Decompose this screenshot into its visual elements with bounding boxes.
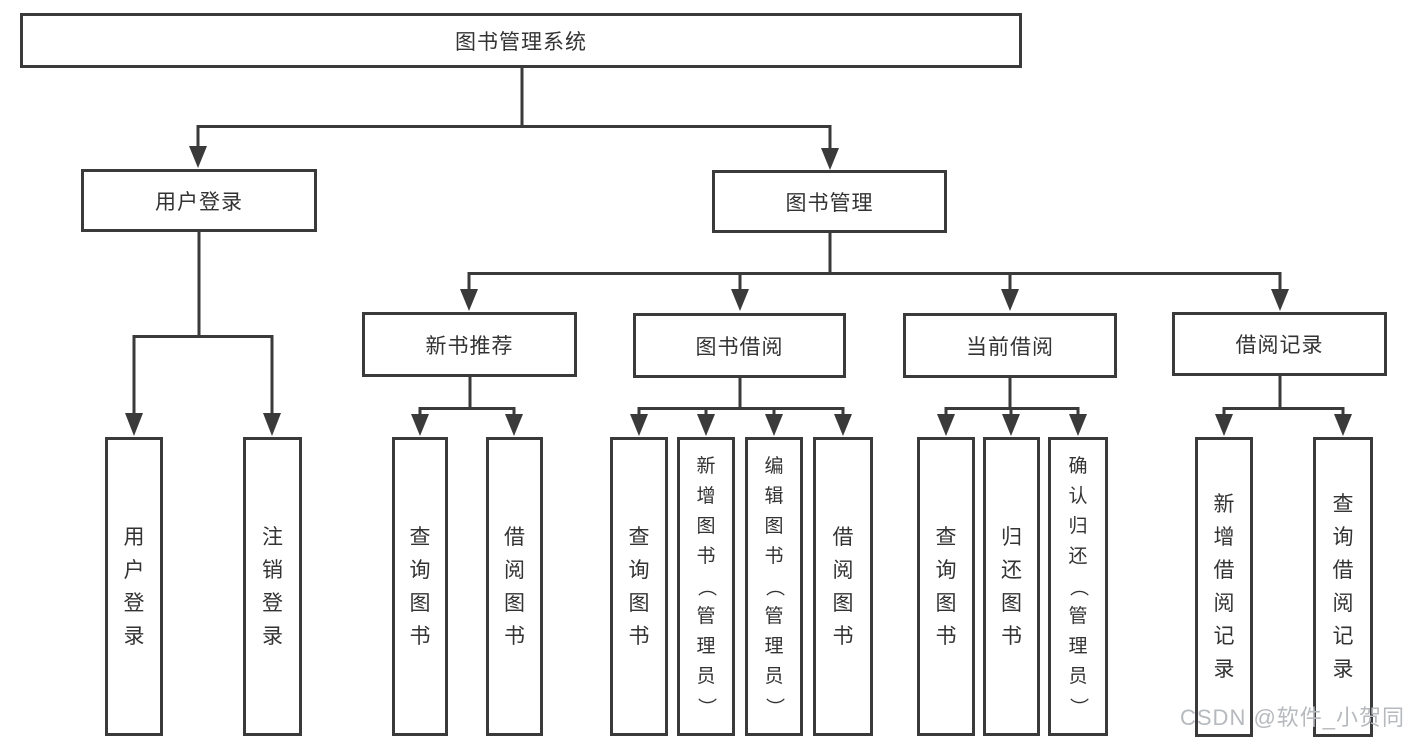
leaf-records-add-record: 新增借阅记录 xyxy=(1195,437,1253,737)
leaf-records-query-record: 查询借阅记录 xyxy=(1313,437,1373,737)
arrow-leaf-cur-return xyxy=(1002,414,1020,436)
node-new-book-recommend: 新书推荐 xyxy=(362,312,577,377)
connector-root-rail xyxy=(196,125,832,152)
arrow-leaf-rec-query2 xyxy=(1334,414,1352,436)
connector-userlogin-rail xyxy=(132,335,274,416)
node-label: 用户登录 xyxy=(155,190,243,214)
arrow-borrow xyxy=(731,289,749,311)
node-label: 借阅图书 xyxy=(504,525,525,648)
arrow-leaf-login xyxy=(125,413,143,436)
node-label: 新增图书（管理员） xyxy=(695,455,717,717)
arrow-leaf-logout xyxy=(263,413,281,436)
leaf-borrow-query-books: 查询图书 xyxy=(610,437,668,736)
node-label: 图书管理 xyxy=(785,191,874,215)
watermark: CSDN @软件_小贺同学 xyxy=(1180,705,1405,730)
node-book-borrow: 图书借阅 xyxy=(633,313,846,378)
node-label: 查询图书 xyxy=(935,525,957,648)
node-library-management-system: 图书管理系统 xyxy=(20,13,1022,68)
arrow-leaf-bor-add xyxy=(697,414,715,436)
node-label: 查询图书 xyxy=(628,525,650,648)
node-current-borrow: 当前借阅 xyxy=(903,313,1117,378)
node-label: 图书借阅 xyxy=(695,335,784,359)
connector-records-rail xyxy=(1222,407,1345,417)
arrow-leaf-cur-confirm xyxy=(1069,414,1087,436)
arrowheads xyxy=(125,146,1352,436)
node-label: 编辑图书（管理员） xyxy=(763,455,785,717)
node-label: 新增借阅记录 xyxy=(1213,493,1235,681)
node-label: 图书管理系统 xyxy=(455,30,587,54)
node-label: 当前借阅 xyxy=(966,335,1054,359)
arrow-leaf-bor-query xyxy=(630,414,648,436)
connector-recommend-rail xyxy=(418,407,516,417)
leaf-borrow-borrow-books: 借阅图书 xyxy=(813,437,873,736)
node-label: 借阅记录 xyxy=(1235,334,1324,357)
node-label: 用户登录 xyxy=(123,525,145,648)
connector-borrow-rail xyxy=(637,407,845,417)
leaf-current-query-books: 查询图书 xyxy=(917,437,975,736)
arrow-leaf-bor-edit xyxy=(765,414,783,436)
node-label: 确认归还（管理员） xyxy=(1067,455,1089,717)
arrow-records xyxy=(1271,289,1289,311)
arrow-leaf-cur-query xyxy=(937,414,955,436)
arrow-leaf-rec-add xyxy=(1215,414,1233,436)
leaf-logout: 注销登录 xyxy=(243,437,302,736)
arrow-userlogin xyxy=(189,146,207,168)
node-label: 注销登录 xyxy=(262,525,283,648)
leaf-borrow-edit-books-admin: 编辑图书（管理员） xyxy=(745,437,803,736)
leaf-current-return-books: 归还图书 xyxy=(983,437,1040,736)
node-label: 借阅图书 xyxy=(832,525,854,648)
leaf-borrow-add-books-admin: 新增图书（管理员） xyxy=(677,437,735,736)
leaf-recommend-query-books: 查询图书 xyxy=(392,437,448,736)
connector-bookmgmt-rail xyxy=(467,272,1282,292)
node-label: 查询借阅记录 xyxy=(1332,493,1354,681)
node-user-login: 用户登录 xyxy=(81,169,317,232)
leaf-user-login: 用户登录 xyxy=(105,437,163,736)
arrow-leaf-rec-query xyxy=(411,414,429,436)
arrow-current xyxy=(1001,289,1019,311)
arrow-leaf-rec-borrow xyxy=(505,414,523,436)
node-borrow-records: 借阅记录 xyxy=(1172,312,1387,376)
node-label: 查询图书 xyxy=(409,525,431,648)
arrow-recommend xyxy=(460,289,478,311)
leaf-recommend-borrow-books: 借阅图书 xyxy=(486,437,543,736)
node-label: 归还图书 xyxy=(1001,525,1022,648)
arrow-bookmgmt xyxy=(821,148,839,170)
node-book-management: 图书管理 xyxy=(712,170,947,233)
leaf-current-confirm-return-admin: 确认归还（管理员） xyxy=(1048,437,1108,736)
node-label: 新书推荐 xyxy=(425,334,514,358)
arrow-leaf-bor-borrow xyxy=(834,414,852,436)
